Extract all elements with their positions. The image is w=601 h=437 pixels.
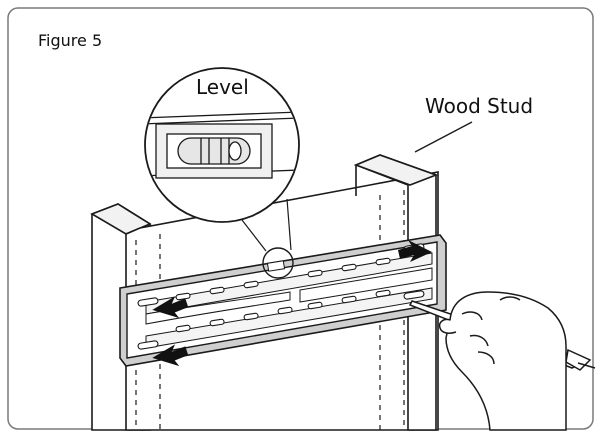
wood-stud-callout-label: Wood Stud [425,94,534,118]
level-zoom-origin-circle [262,247,294,279]
spirit-level-icon [144,67,300,252]
level-callout-label: Level [196,75,249,99]
bracket-level-vial-icon [266,260,286,272]
figure-title: Figure 5 [38,31,103,50]
wood-stud-leader [414,121,473,153]
marking-arrow-icon [152,240,432,367]
wood-stud-right [353,154,439,431]
mounting-bracket-icon [119,234,447,367]
hand-with-pencil-icon [408,291,596,431]
